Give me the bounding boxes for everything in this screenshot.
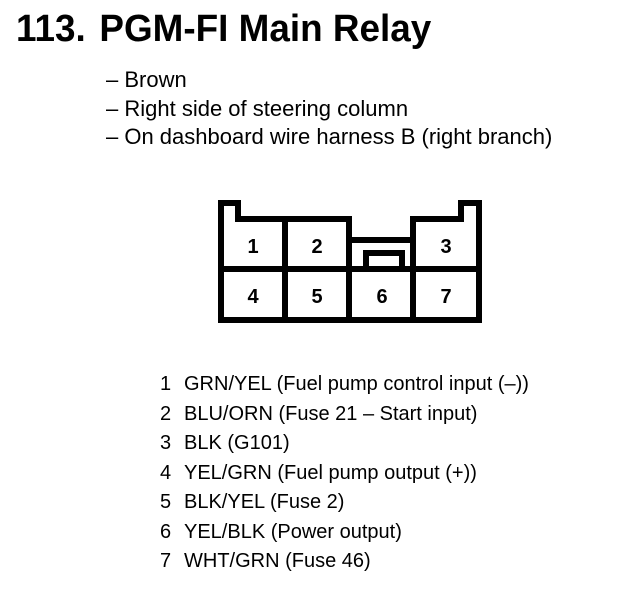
pin-description: YEL/GRN (Fuel pump output (+)) [184, 461, 477, 484]
pin-row: 7 WHT/GRN (Fuse 46) [160, 547, 529, 577]
pin-number: 1 [160, 373, 172, 395]
pin-description: GRN/YEL (Fuel pump control input (–)) [184, 373, 529, 395]
section-number: 113. [16, 8, 86, 50]
pin-row: 3 BLK (G101) [160, 429, 529, 459]
pin-description: BLK/YEL (Fuse 2) [184, 491, 345, 513]
pin-list: 1 GRN/YEL (Fuel pump control input (–)) 2… [160, 370, 529, 577]
pin-number: 4 [160, 461, 172, 484]
component-name: PGM-FI Main Relay [99, 8, 432, 50]
connector-pin-5: 5 [311, 286, 322, 308]
note-location: – Right side of steering column [106, 95, 409, 121]
pin-row: 2 BLU/ORN (Fuse 21 – Start input) [160, 400, 529, 430]
note-harness: – On dashboard wire harness B (right bra… [106, 124, 553, 149]
pin-description: WHT/GRN (Fuse 46) [184, 550, 371, 572]
note-color: – Brown [106, 67, 187, 92]
pin-number: 7 [160, 550, 172, 572]
component-notes: – Brown – Right side of steering column … [106, 66, 552, 152]
pin-number: 2 [160, 402, 172, 425]
pin-row: 1 GRN/YEL (Fuel pump control input (–)) [160, 370, 529, 400]
connector-pin-4: 4 [247, 286, 259, 308]
pin-row: 4 YEL/GRN (Fuel pump output (+)) [160, 459, 529, 489]
pin-description: YEL/BLK (Power output) [184, 520, 402, 543]
pin-number: 6 [160, 520, 172, 543]
pin-description: BLK (G101) [184, 432, 290, 454]
pin-number: 5 [160, 491, 172, 513]
connector-pin-7: 7 [440, 286, 451, 308]
connector-pin-1: 1 [247, 236, 258, 258]
pin-row: 6 YEL/BLK (Power output) [160, 518, 529, 548]
pin-row: 5 BLK/YEL (Fuse 2) [160, 488, 529, 518]
pin-number: 3 [160, 432, 172, 454]
connector-pin-2: 2 [311, 236, 322, 258]
locking-tab [363, 250, 405, 269]
pin-description: BLU/ORN (Fuse 21 – Start input) [184, 402, 478, 425]
page-title: 113. PGM-FI Main Relay [16, 10, 431, 48]
connector-pin-3: 3 [440, 236, 451, 258]
connector-pin-6: 6 [376, 286, 387, 308]
